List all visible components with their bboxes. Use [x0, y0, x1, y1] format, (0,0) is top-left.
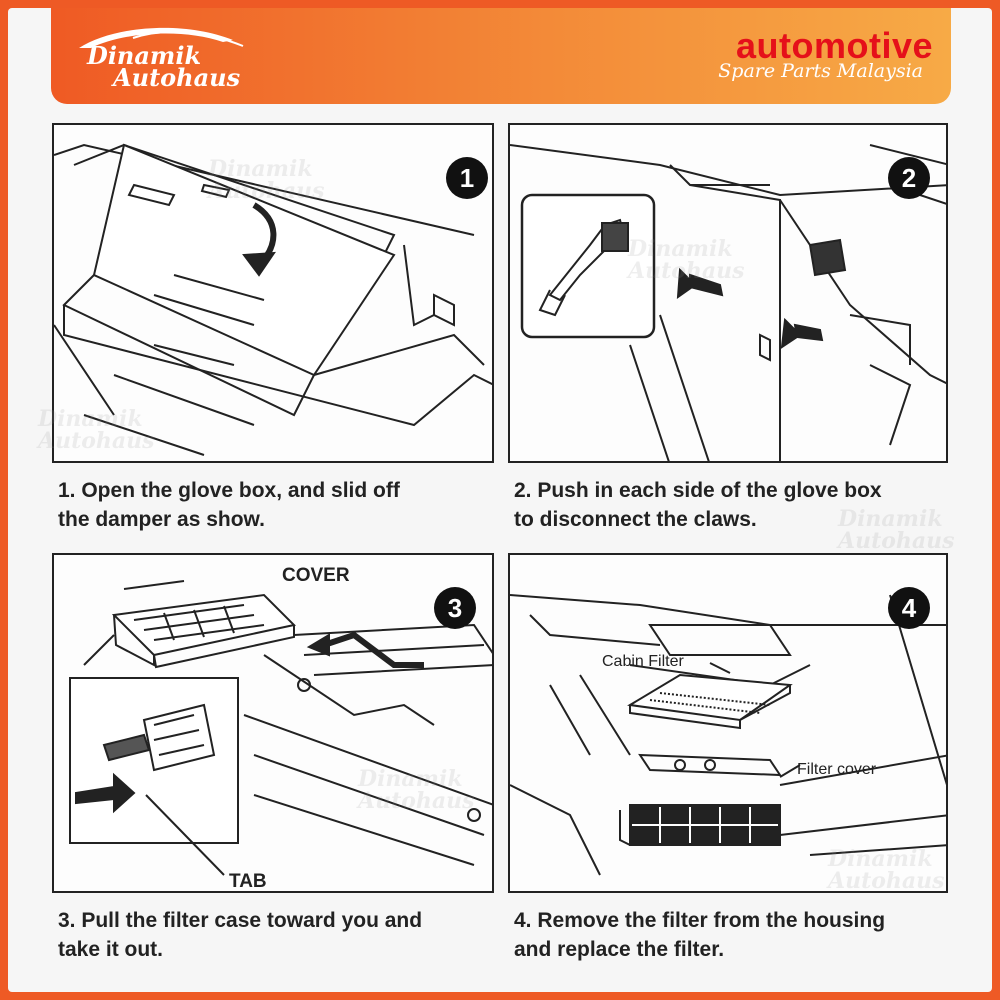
step-3-caption-line2: take it out. — [58, 935, 498, 964]
header-banner: Dinamik Autohaus automotive Spare Parts … — [51, 8, 951, 104]
step-3-caption: 3. Pull the filter case toward you and t… — [58, 906, 498, 964]
page-frame: Dinamik Autohaus automotive Spare Parts … — [8, 8, 992, 992]
step-1-illustration: 1 — [52, 123, 494, 463]
step-4-number-badge: 4 — [888, 587, 930, 629]
step-1-caption-line1: 1. Open the glove box, and slid off — [58, 476, 498, 505]
brand-logo: Dinamik Autohaus — [73, 22, 263, 92]
glove-box-open-drawing — [54, 125, 494, 463]
step-4-caption-line2: and replace the filter. — [514, 935, 954, 964]
brand-name-line2: Autohaus — [113, 66, 240, 90]
step-2-illustration: 2 — [508, 123, 948, 463]
filter-cover-callout-label: Filter cover — [797, 761, 876, 779]
header-title: automotive — [736, 28, 933, 64]
step-4-caption: 4. Remove the filter from the housing an… — [514, 906, 954, 964]
step-3-caption-line1: 3. Pull the filter case toward you and — [58, 906, 498, 935]
cabin-filter-replacement-drawing — [510, 555, 948, 893]
step-2-caption-line2: to disconnect the claws. — [514, 505, 954, 534]
step-1-caption-line2: the damper as show. — [58, 505, 498, 534]
step-1-caption: 1. Open the glove box, and slid off the … — [58, 476, 498, 534]
step-1-number-badge: 1 — [446, 157, 488, 199]
step-3-illustration: 3 COVER TAB — [52, 553, 494, 893]
step-3-number-badge: 3 — [434, 587, 476, 629]
step-4-illustration: 4 Cabin Filter Filter cover — [508, 553, 948, 893]
filter-case-removal-drawing — [54, 555, 494, 893]
step-4-caption-line1: 4. Remove the filter from the housing — [514, 906, 954, 935]
cabin-filter-callout-label: Cabin Filter — [602, 653, 684, 671]
tab-callout-label: TAB — [229, 871, 267, 893]
glove-box-claws-drawing — [510, 125, 948, 463]
cover-callout-label: COVER — [282, 565, 350, 587]
step-2-caption-line1: 2. Push in each side of the glove box — [514, 476, 954, 505]
step-2-number-badge: 2 — [888, 157, 930, 199]
header-tagline: Spare Parts Malaysia — [718, 60, 923, 82]
step-2-caption: 2. Push in each side of the glove box to… — [514, 476, 954, 534]
